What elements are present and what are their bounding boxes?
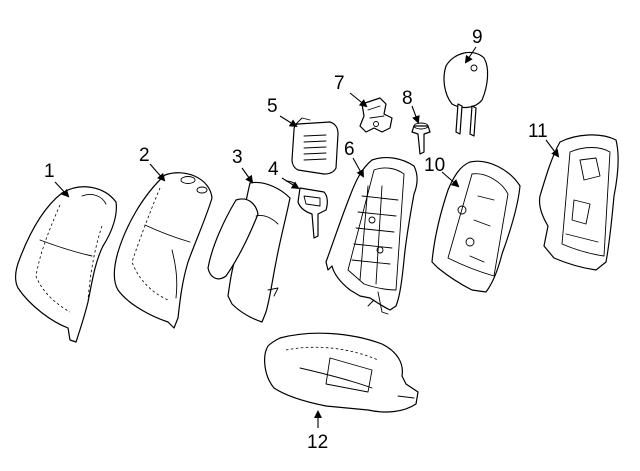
callout-2: 7 — [334, 73, 345, 94]
callout-4: 9 — [472, 27, 483, 48]
part-7-seatback-pad — [207, 181, 291, 323]
callout-10: 10 — [424, 155, 445, 176]
callout-11: 11 — [528, 121, 548, 142]
callout-3: 8 — [402, 88, 413, 109]
part-12-seat-cushion — [264, 332, 419, 413]
leader-2 — [349, 92, 368, 108]
leader-8 — [149, 163, 166, 182]
part-11-back-shell — [538, 134, 619, 271]
part-1-seatback-frame — [325, 156, 418, 315]
callout-8: 2 — [139, 145, 150, 166]
part-8-seatback-cushion — [113, 172, 213, 329]
callout-9: 1 — [44, 161, 55, 182]
callout-1: 6 — [344, 139, 355, 160]
part-5-panel — [291, 117, 339, 175]
leader-7 — [241, 167, 254, 184]
callout-labels: 1 2 3 4 5 6 7 8 9 10 11 12 — [44, 27, 548, 453]
part-4-headrest — [443, 51, 489, 137]
leader-11 — [545, 139, 560, 158]
leader-1 — [352, 157, 364, 178]
callout-6: 4 — [268, 159, 279, 180]
callout-7: 3 — [232, 147, 243, 168]
leader-9 — [54, 181, 70, 198]
leader-4 — [464, 46, 477, 64]
part-2-mechanism — [359, 97, 393, 133]
leader-3 — [411, 105, 420, 124]
leader-10 — [441, 171, 460, 188]
part-10-rear-trim — [431, 160, 521, 293]
part-3-guide-pin — [411, 122, 431, 155]
part-9-seatback-cover — [14, 186, 117, 343]
callout-12: 12 — [307, 432, 328, 453]
part-6-bracket — [285, 180, 328, 239]
leader-6 — [281, 177, 300, 190]
callout-5: 5 — [267, 96, 278, 117]
leader-lines — [54, 46, 560, 428]
leader-5 — [279, 115, 298, 128]
